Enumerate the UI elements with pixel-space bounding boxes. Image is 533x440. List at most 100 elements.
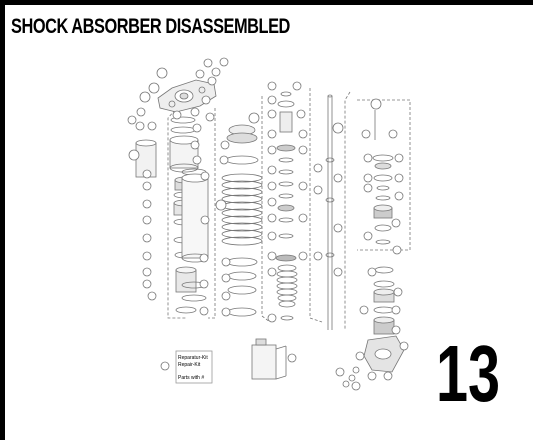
part-callout-bubble [142, 215, 152, 225]
top-mount [157, 79, 217, 113]
top-border [0, 0, 533, 5]
part-callout-bubble [135, 121, 145, 131]
part-callout-bubble [367, 267, 377, 277]
long-rod [325, 94, 376, 330]
part-callout-bubble [160, 361, 170, 371]
part-callout-bubble [361, 129, 371, 139]
page-number: 13 [436, 329, 501, 418]
part-callout-bubble [142, 199, 152, 209]
part-callout-bubble [267, 81, 277, 91]
part-callout-bubble [267, 181, 277, 191]
part-callout-bubble [148, 82, 160, 94]
part-callout-bubble [147, 291, 157, 301]
part-callout-bubble [142, 251, 152, 261]
part-callout-bubble [205, 112, 215, 122]
seal-head-assembly [342, 266, 405, 388]
part-callout-bubble [156, 67, 168, 79]
part-callout-bubble [195, 69, 205, 79]
part-callout-bubble [367, 371, 377, 381]
part-callout-bubble [391, 218, 401, 228]
part-callout-bubble [267, 213, 277, 223]
part-callout-bubble [211, 67, 221, 77]
part-callout-bubble [267, 165, 277, 175]
part-callout-bubble [219, 57, 229, 67]
part-callout-bubble [192, 123, 202, 133]
part-callout-bubble [200, 171, 210, 181]
part-callout-bubble [333, 173, 343, 183]
part-callout-bubble [221, 307, 231, 317]
part-callout-bubble [190, 140, 200, 150]
part-callout-bubble [363, 153, 373, 163]
spring-column [221, 124, 263, 317]
part-callout-bubble [200, 215, 210, 225]
part-callout-bubble [248, 112, 260, 124]
dashed-guide-lines [167, 88, 411, 330]
part-callout-bubble [221, 291, 231, 301]
part-callout-bubble [267, 197, 277, 207]
part-callout-bubble [298, 251, 308, 261]
part-callout-bubble [220, 140, 230, 150]
part-callout-bubble [219, 155, 229, 165]
part-callout-bubble [296, 109, 306, 119]
part-callout-bubble [142, 279, 152, 289]
part-callout-bubble [142, 233, 152, 243]
part-callout-bubble [267, 129, 277, 139]
part-callout-bubble [355, 351, 365, 361]
part-callout-bubble [267, 231, 277, 241]
part-callout-bubble [298, 129, 308, 139]
part-callout-bubble [392, 245, 402, 255]
part-callout-bubble [215, 199, 227, 211]
bump-stop [276, 264, 298, 308]
part-callout-bubble [363, 231, 373, 241]
part-callout-bubble [199, 279, 209, 289]
part-callout-bubble [332, 122, 344, 134]
part-callout-bubble [383, 371, 393, 381]
part-callout-bubble [127, 115, 137, 125]
part-callout-bubble [142, 181, 152, 191]
part-callout-bubble [267, 313, 277, 323]
part-callout-bubble [192, 155, 202, 165]
part-callout-bubble [393, 287, 403, 297]
part-callout-bubble [199, 253, 209, 263]
part-callout-bubble [313, 163, 323, 173]
part-callout-bubble [287, 353, 297, 363]
coil-spring [221, 173, 263, 246]
part-callout-bubble [142, 267, 152, 277]
part-callout-bubble [298, 181, 308, 191]
part-callout-bubble [394, 153, 404, 163]
part-callout-bubble [203, 58, 213, 68]
part-callout-bubble [267, 251, 277, 261]
part-callout-bubble [298, 213, 308, 223]
part-callout-bubble [207, 76, 217, 86]
part-callout-bubble [313, 185, 323, 195]
page-title: SHOCK ABSORBER DISASSEMBLED [11, 15, 290, 38]
part-callout-bubble [333, 267, 343, 277]
part-callout-bubble [267, 95, 277, 105]
part-callout-bubble [333, 223, 343, 233]
part-callout-bubble [370, 98, 382, 110]
part-callout-bubble [388, 129, 398, 139]
part-callout-bubble [394, 173, 404, 183]
part-callout-bubble [221, 257, 231, 267]
part-callout-bubble [399, 341, 409, 351]
repair-kit-line3: Parts with # [178, 375, 204, 381]
part-callout-bubble [363, 183, 373, 193]
oil-bottle [251, 338, 287, 380]
piston-rod-column [275, 91, 298, 321]
part-callout-bubble [128, 149, 140, 161]
part-callout-bubble [221, 273, 231, 283]
part-callout-bubble [136, 107, 146, 117]
part-callout-bubble [313, 251, 323, 261]
part-callout-bubble [292, 81, 302, 91]
part-callout-bubble [147, 121, 157, 131]
part-callout-bubble [142, 169, 152, 179]
part-callout-bubble [391, 325, 401, 335]
part-callouts [127, 57, 409, 391]
part-callout-bubble [199, 306, 209, 316]
part-callout-bubble [298, 145, 308, 155]
part-callout-bubble [139, 91, 151, 103]
piston-valve-parts [372, 154, 394, 245]
repair-kit-line1: Reparatur-Kit [178, 355, 208, 361]
part-callout-bubble [363, 173, 373, 183]
